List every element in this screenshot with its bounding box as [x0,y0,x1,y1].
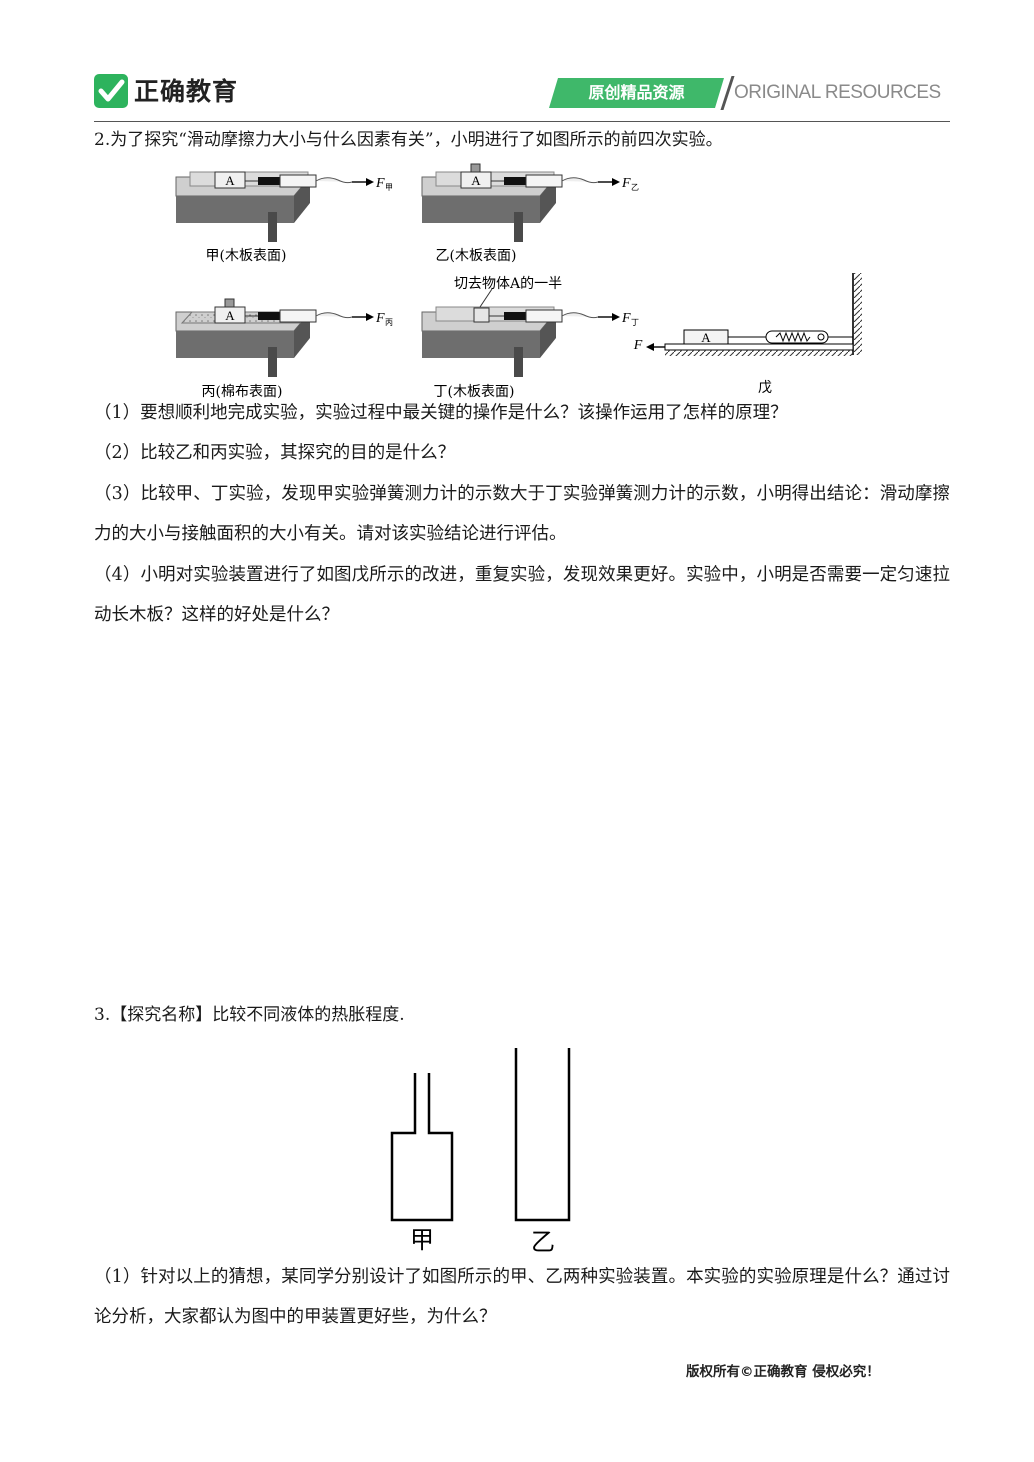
figure-bing: A F 丙 丙(棉布表面) [175,298,393,400]
svg-text:甲: 甲 [385,183,393,192]
svg-text:F: F [375,176,385,191]
banner-background [549,78,724,108]
q2-stem: 2.为了探究“滑动摩擦力大小与什么因素有关”，小明进行了如图所示的前四次实验。 [94,130,723,150]
q2-sub2: （2）比较乙和丙实验，其探究的目的是什么？ [94,443,456,463]
svg-text:F: F [633,338,643,353]
header-divider [94,121,950,122]
svg-text:A: A [225,173,235,188]
svg-text:丙: 丙 [385,318,393,327]
q3-figure: 甲 乙 [390,1048,571,1256]
q3-stem: 3.【探究名称】比较不同液体的热胀程度. [94,1005,405,1025]
caption-bing: 丙(棉布表面) [202,383,283,400]
svg-text:A: A [701,330,711,345]
svg-text:A: A [471,173,481,188]
q2-sub3: （3）比较甲、丁实验，发现甲实验弹簧测力计的示数大于丁实验弹簧测力计的示数，小明… [94,484,950,544]
caption-wu: 戊 [758,380,772,396]
caption-jia: 甲(木板表面) [206,248,287,264]
block-a [214,171,246,189]
label-yi: 乙 [531,1228,555,1256]
q2-sub4: （4）小明对实验装置进行了如图戊所示的改进，重复实验，发现效果更好。实验中，小明… [94,565,950,625]
caption-ding: 丁(木板表面) [434,384,515,400]
weight-icon [470,163,481,173]
label-jia: 甲 [410,1226,434,1254]
svg-text:A: A [225,308,235,323]
apparatus-jia: 甲 [390,1073,454,1254]
svg-text:乙: 乙 [631,183,639,192]
figure-ding: F 丁 切去物体A的一半 丁(木板表面) [421,276,639,400]
logo-check-icon [94,74,128,108]
annotation-cut-half: 切去物体A的一半 [454,276,562,292]
figure-jia: A F 甲 甲(木板表面) [175,171,393,264]
q2-sub1: （1）要想顺利地完成实验，实验过程中最关键的操作是什么？该操作运用了怎样的原理？ [94,403,788,423]
svg-text:F: F [621,176,631,191]
force-arrow-icon [612,178,620,186]
force-arrow-icon [366,178,374,186]
q3-sub1: （1）针对以上的猜想，某同学分别设计了如图所示的甲、乙两种实验装置。本实验的实验… [94,1267,950,1327]
q2-figure: A F 甲 甲(木板表面) A F 乙 乙(木板表面) [175,163,862,400]
force-arrow-icon [612,313,620,321]
copyright-footer: 版权所有©正确教育 侵权必究！ [686,1364,880,1380]
svg-text:F: F [621,311,631,326]
caption-yi: 乙(木板表面) [436,248,517,264]
half-block [473,307,490,323]
svg-text:丁: 丁 [631,318,639,327]
logo-text: 正确教育 [134,77,239,106]
weight-icon [224,298,235,308]
banner-label: 原创精品资源 [588,83,685,102]
banner-english: ORIGINAL RESOURCES [734,82,941,103]
apparatus-yi: 乙 [514,1048,571,1256]
svg-text:F: F [375,311,385,326]
figure-yi: A F 乙 乙(木板表面) [421,163,639,264]
force-arrow-icon [646,343,654,351]
force-arrow-icon [366,313,374,321]
figure-wu: A F 戊 [633,273,862,396]
